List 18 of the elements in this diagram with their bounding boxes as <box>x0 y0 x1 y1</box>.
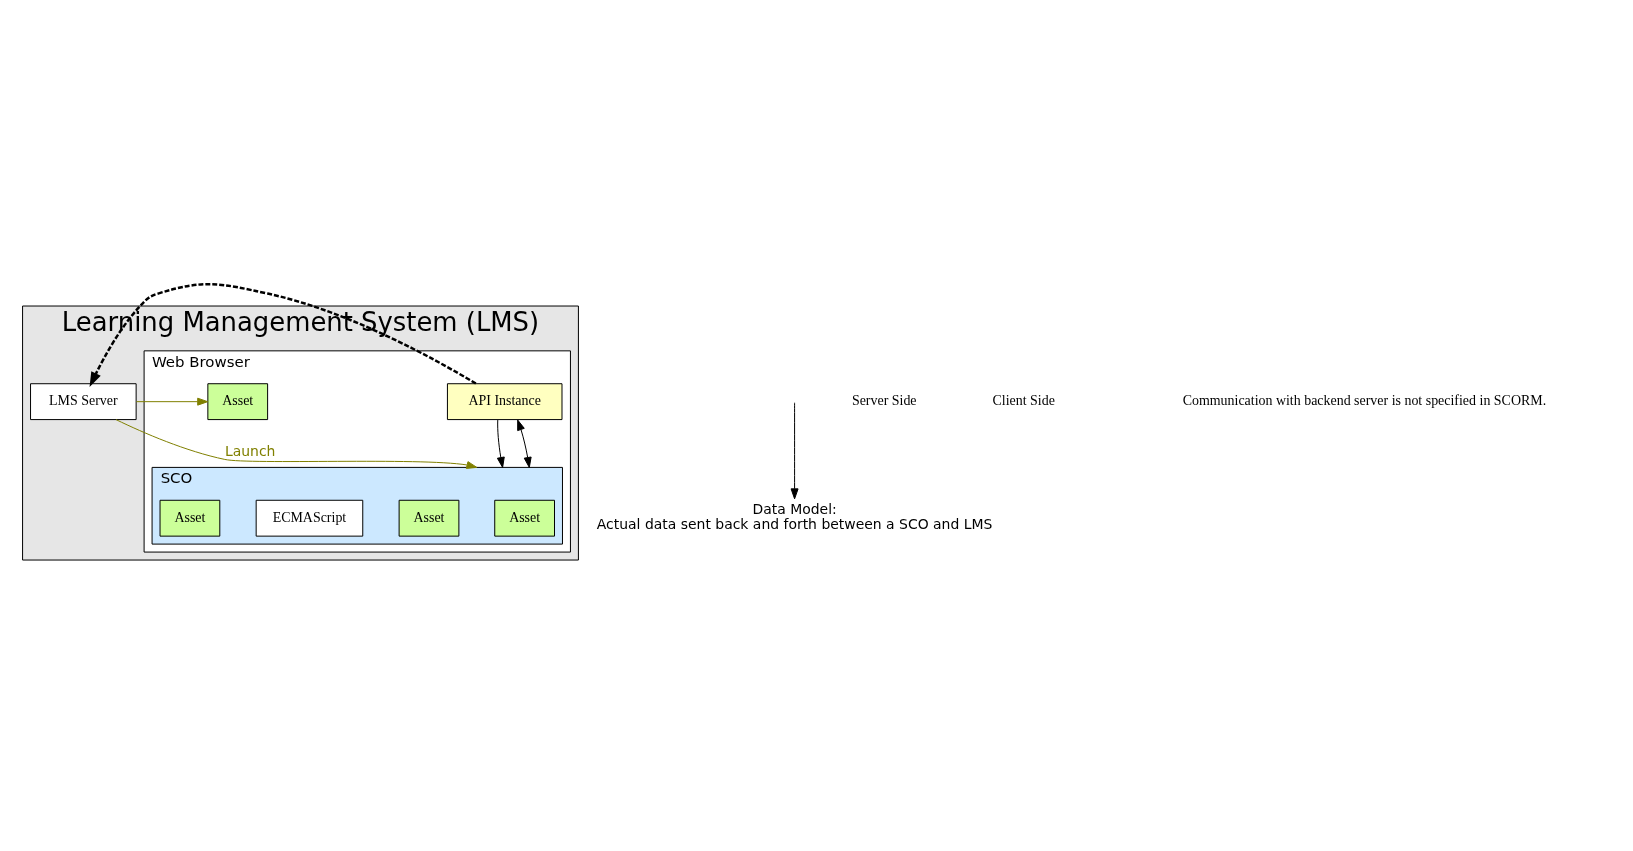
node-box: Asset <box>159 499 221 537</box>
node-box: API Instance <box>446 382 563 420</box>
label: Client Side <box>992 392 1055 408</box>
arrow <box>790 401 799 499</box>
arrow <box>89 282 477 387</box>
node-box: LMS Server <box>30 382 137 420</box>
arrow <box>517 419 532 468</box>
node-box: ECMAScript <box>255 499 364 537</box>
arrow <box>115 418 478 469</box>
edge-label: Launch <box>224 442 276 459</box>
node-box: Asset <box>207 382 269 420</box>
arrow <box>135 397 209 406</box>
label: Server Side <box>851 392 917 408</box>
arrow <box>496 419 505 468</box>
node-box: Asset <box>398 499 460 537</box>
node-box: Asset <box>494 499 555 537</box>
node-text: Data Model: Actual data sent back and forth between a SCO and LMS <box>596 500 993 532</box>
label: Communication with backend server is not specified in SCORM. <box>1182 392 1547 408</box>
